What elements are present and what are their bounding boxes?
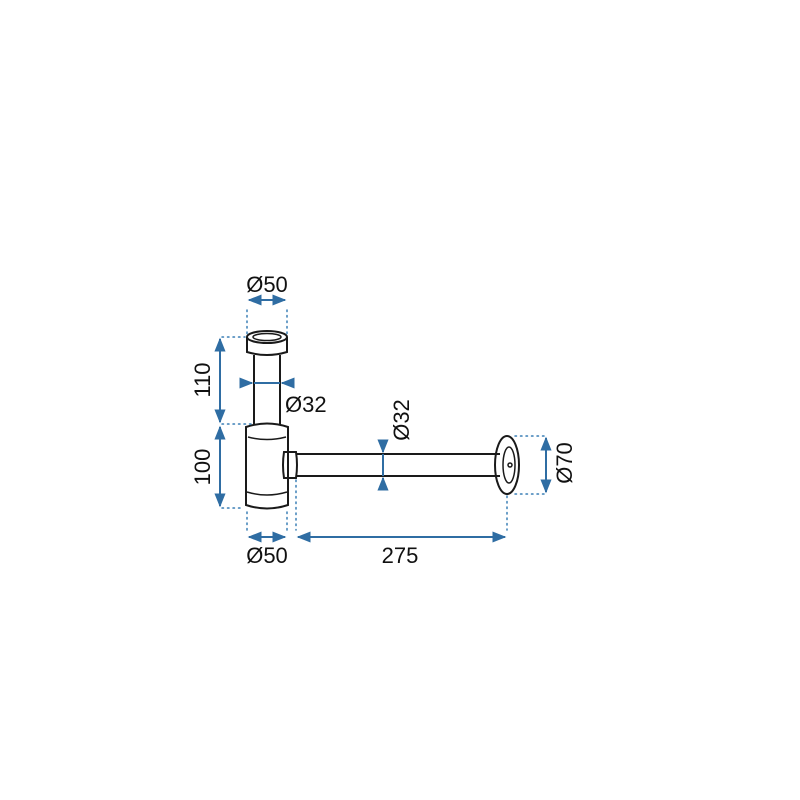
siphon-body xyxy=(245,330,520,510)
wall-flange-center xyxy=(507,462,513,468)
horizontal-pipe xyxy=(296,453,500,477)
vertical-pipe xyxy=(253,355,281,425)
extension-lines xyxy=(221,309,549,531)
top-cap xyxy=(246,337,288,356)
label-lower-height: 100 xyxy=(190,449,215,486)
wall-flange xyxy=(494,435,520,495)
label-inner-pipe-diameter: Ø32 xyxy=(285,392,327,417)
label-horizontal-pipe-diameter: Ø32 xyxy=(389,399,414,441)
dimension-lines xyxy=(214,294,552,543)
label-bottom-diameter: Ø50 xyxy=(246,543,288,568)
top-cap-inner-rim xyxy=(252,332,282,342)
bottle-bottom-ring xyxy=(246,491,288,496)
label-flange-diameter: Ø70 xyxy=(552,442,577,484)
bottle-body xyxy=(245,422,289,510)
coupling-nut xyxy=(282,451,298,479)
label-top-diameter: Ø50 xyxy=(246,272,288,297)
bottle-top-ring xyxy=(247,436,287,441)
wall-flange-inner xyxy=(502,446,516,484)
label-upper-height: 110 xyxy=(190,362,215,397)
dimension-labels: Ø50 110 100 Ø32 Ø50 275 Ø32 Ø70 xyxy=(190,272,577,568)
label-length: 275 xyxy=(382,543,419,568)
